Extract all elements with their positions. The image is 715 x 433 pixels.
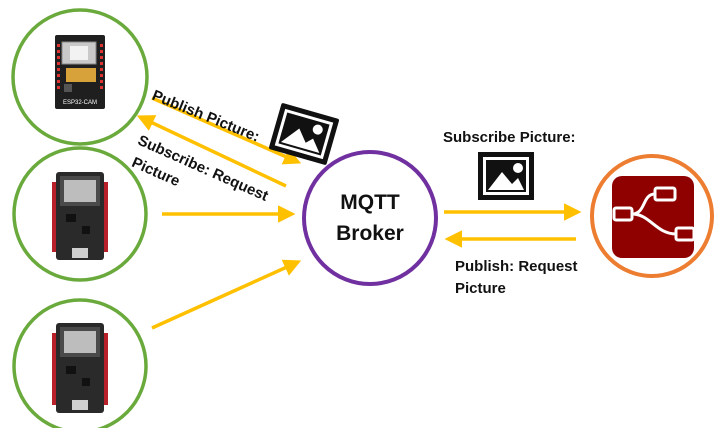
broker-ring bbox=[302, 150, 438, 286]
broker-label-line1: MQTT bbox=[340, 191, 400, 214]
arrow-device3-to-broker bbox=[151, 259, 302, 330]
image-icon bbox=[478, 152, 534, 200]
esp32-devkit-board-icon bbox=[52, 323, 108, 413]
esp32-cam-board-icon: ESP32-CAM bbox=[55, 35, 105, 109]
node-red-logo-icon bbox=[612, 176, 696, 258]
esp32-devkit-board-icon bbox=[52, 172, 108, 260]
label-subscribe-picture: Subscribe Picture: bbox=[443, 129, 576, 146]
label-publish-request-line1: Publish: Request bbox=[455, 258, 578, 275]
arrows bbox=[136, 96, 582, 330]
arrow-publish-picture bbox=[151, 96, 302, 165]
arrow-subscribe-request bbox=[136, 115, 287, 188]
image-icon bbox=[269, 103, 339, 165]
broker-label-line2: Broker bbox=[336, 222, 404, 245]
esp32-cam-board-text: ESP32-CAM bbox=[63, 100, 97, 106]
label-publish-request-line2: Picture bbox=[455, 280, 506, 297]
